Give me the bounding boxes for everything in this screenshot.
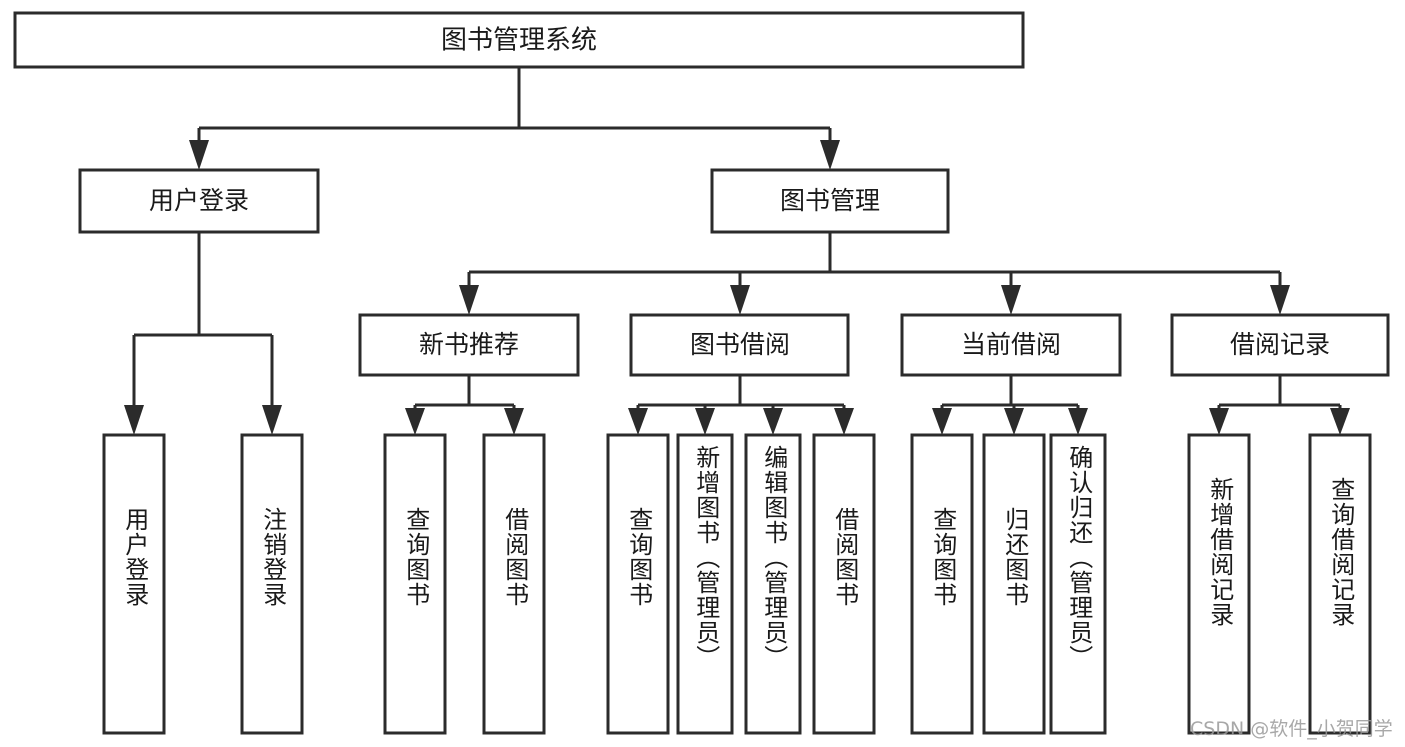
connector-group-user-login-to-leaves	[124, 232, 282, 435]
leaf-box-user-login[interactable]	[102, 433, 166, 735]
node-book-borrow-label: 图书借阅	[690, 330, 790, 359]
node-new-book-recommend-box[interactable]	[358, 313, 580, 377]
arrow-to-leaf-borrow-book-1	[504, 408, 524, 435]
node-new-book-recommend-label: 新书推荐	[419, 330, 519, 359]
arrow-to-current-borrow	[1001, 285, 1021, 315]
arrow-to-leaf-query-book-1	[405, 408, 425, 435]
node-system-root[interactable]: 图书管理系统	[13, 11, 1025, 69]
node-borrow-record-label: 借阅记录	[1230, 330, 1330, 359]
leaf-box-query-book-3[interactable]	[910, 433, 974, 735]
arrow-to-leaf-add-record	[1209, 408, 1229, 435]
connector-group-book-manage-to-level3	[459, 232, 1290, 315]
node-borrow-record-box[interactable]	[1170, 313, 1390, 377]
arrow-to-book-borrow	[730, 285, 750, 315]
node-book-manage-box[interactable]	[710, 168, 950, 234]
node-system-root-label: 图书管理系统	[441, 26, 597, 56]
connector-group-book-borrow-to-leaves	[628, 375, 854, 435]
leaf-box-edit-book[interactable]	[744, 433, 802, 735]
leaf-box-query-record[interactable]	[1308, 433, 1372, 735]
node-borrow-record[interactable]: 借阅记录	[1170, 313, 1390, 377]
node-system-root-box[interactable]	[13, 11, 1025, 69]
connector-group-new-book-recommend-to-leaves	[405, 375, 524, 435]
leaf-box-add-book[interactable]	[676, 433, 734, 735]
node-new-book-recommend[interactable]: 新书推荐	[358, 313, 580, 377]
node-user-login[interactable]: 用户登录	[78, 168, 320, 234]
node-book-manage[interactable]: 图书管理	[710, 168, 950, 234]
arrow-to-new-book-recommend	[459, 285, 479, 315]
arrow-to-leaf-borrow-book-2	[834, 408, 854, 435]
node-current-borrow-label: 当前借阅	[961, 330, 1061, 359]
arrow-to-leaf-query-book-2	[628, 408, 648, 435]
arrow-to-book-manage	[820, 140, 840, 170]
arrow-to-leaf-user-login	[124, 405, 144, 435]
node-user-login-box[interactable]	[78, 168, 320, 234]
node-book-borrow-box[interactable]	[629, 313, 850, 377]
leaf-box-query-book-1[interactable]	[383, 433, 447, 735]
node-user-login-label: 用户登录	[149, 186, 249, 215]
csdn-watermark: CSDN @软件_小贺同学	[1190, 718, 1393, 740]
connector-group-borrow-record-to-leaves	[1209, 375, 1350, 435]
leaf-box-logout[interactable]	[240, 433, 304, 735]
leaf-box-add-record[interactable]	[1187, 433, 1251, 735]
arrow-to-user-login	[189, 140, 209, 170]
arrow-to-leaf-add-book	[695, 408, 715, 435]
leaf-box-borrow-book-2[interactable]	[812, 433, 876, 735]
arrow-to-leaf-query-book-3	[932, 408, 952, 435]
leaf-node-boxes	[102, 433, 1372, 735]
node-book-manage-label: 图书管理	[780, 186, 880, 215]
connector-group-current-borrow-to-leaves	[932, 375, 1088, 435]
leaf-box-query-book-2[interactable]	[606, 433, 670, 735]
arrow-to-leaf-confirm-return	[1068, 408, 1088, 435]
leaf-box-return-book[interactable]	[982, 433, 1046, 735]
node-current-borrow-box[interactable]	[900, 313, 1122, 377]
connector-group-root-to-level2	[189, 67, 840, 170]
arrow-to-leaf-query-record	[1330, 408, 1350, 435]
arrow-to-leaf-edit-book	[763, 408, 783, 435]
node-current-borrow[interactable]: 当前借阅	[900, 313, 1122, 377]
leaf-box-confirm-return[interactable]	[1049, 433, 1107, 735]
arrow-to-leaf-return-book	[1004, 408, 1024, 435]
arrow-to-borrow-record	[1270, 285, 1290, 315]
leaf-box-borrow-book-1[interactable]	[482, 433, 546, 735]
arrow-to-leaf-logout	[262, 405, 282, 435]
node-book-borrow[interactable]: 图书借阅	[629, 313, 850, 377]
